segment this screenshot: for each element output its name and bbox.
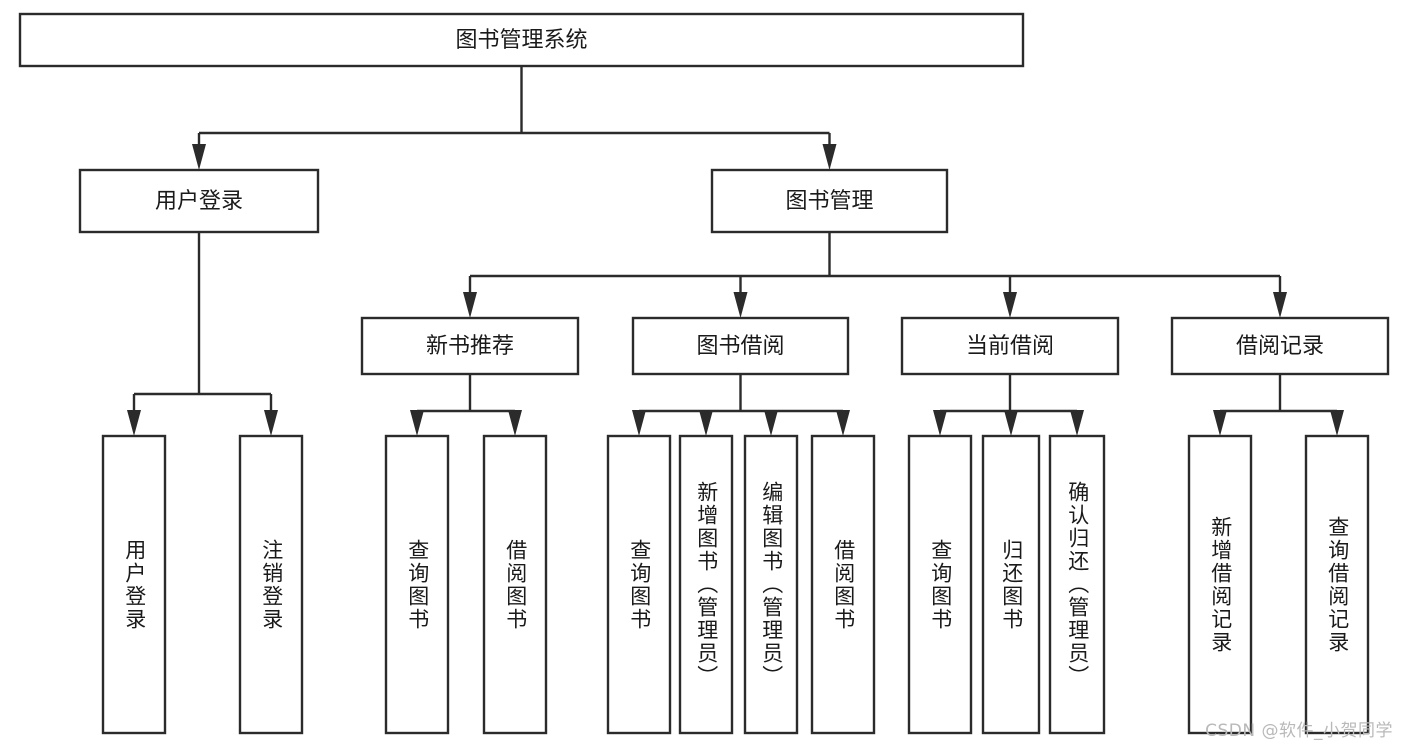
- node-box-book-borrow[interactable]: [631, 316, 850, 376]
- leaf-box-leaf-edit-book[interactable]: [743, 434, 799, 735]
- arrow-to-leaf-add-record: [1213, 410, 1227, 436]
- node-box-root[interactable]: [18, 12, 1025, 68]
- leaf-box-leaf-user-login[interactable]: [101, 434, 167, 735]
- node-label-root: 图书管理系统: [455, 28, 587, 53]
- leaf-box-leaf-borrow-book-1[interactable]: [482, 434, 548, 735]
- leaf-box-leaf-query-book-3[interactable]: [907, 434, 973, 735]
- node-box-borrow-record[interactable]: [1170, 316, 1390, 376]
- node-label-user-login: 用户登录: [155, 189, 243, 214]
- watermark: CSDN @软件_小贺同学: [1205, 721, 1393, 741]
- node-label-new-book-recommend: 新书推荐: [426, 334, 514, 359]
- node-box-user-login[interactable]: [78, 168, 320, 234]
- leaf-box-leaf-query-book-2[interactable]: [606, 434, 672, 735]
- arrow-to-leaf-return-book: [1004, 410, 1018, 436]
- arrow-to-user-login: [192, 144, 206, 170]
- leaf-box-leaf-add-book[interactable]: [678, 434, 734, 735]
- arrow-to-leaf-borrow-book-1: [508, 410, 522, 436]
- node-label-borrow-record: 借阅记录: [1236, 334, 1324, 359]
- connectors-layer: [127, 66, 1344, 436]
- leaf-box-leaf-confirm-return[interactable]: [1048, 434, 1106, 735]
- arrow-to-leaf-add-book: [699, 410, 713, 436]
- leaf-box-leaf-return-book[interactable]: [981, 434, 1041, 735]
- node-label-book-manage: 图书管理: [785, 189, 873, 214]
- arrow-to-leaf-confirm-return: [1070, 410, 1084, 436]
- boxes-layer: [18, 12, 1390, 735]
- arrow-to-borrow-record: [1273, 292, 1287, 318]
- leaf-box-leaf-borrow-book-2[interactable]: [810, 434, 876, 735]
- node-box-book-manage[interactable]: [710, 168, 949, 234]
- arrow-to-leaf-edit-book: [764, 410, 778, 436]
- node-box-current-borrow[interactable]: [900, 316, 1120, 376]
- leaf-box-leaf-query-record[interactable]: [1304, 434, 1370, 735]
- arrow-to-leaf-query-book-3: [933, 410, 947, 436]
- arrow-to-new-book-recommend: [463, 292, 477, 318]
- arrow-to-leaf-borrow-book-2: [836, 410, 850, 436]
- node-label-book-borrow: 图书借阅: [696, 334, 784, 359]
- arrow-to-book-manage: [822, 144, 837, 170]
- node-box-new-book-recommend[interactable]: [360, 316, 580, 376]
- arrow-to-book-borrow: [733, 292, 748, 318]
- arrow-to-current-borrow: [1003, 292, 1017, 318]
- leaf-box-leaf-logout[interactable]: [238, 434, 304, 735]
- arrow-to-leaf-user-login: [127, 410, 141, 436]
- arrow-to-leaf-logout: [264, 410, 278, 436]
- node-label-current-borrow: 当前借阅: [966, 334, 1054, 359]
- leaf-box-leaf-add-record[interactable]: [1187, 434, 1253, 735]
- arrow-to-leaf-query-book-1: [410, 410, 424, 436]
- leaf-box-leaf-query-book-1[interactable]: [384, 434, 450, 735]
- arrow-to-leaf-query-book-2: [632, 410, 646, 436]
- arrow-to-leaf-query-record: [1330, 410, 1344, 436]
